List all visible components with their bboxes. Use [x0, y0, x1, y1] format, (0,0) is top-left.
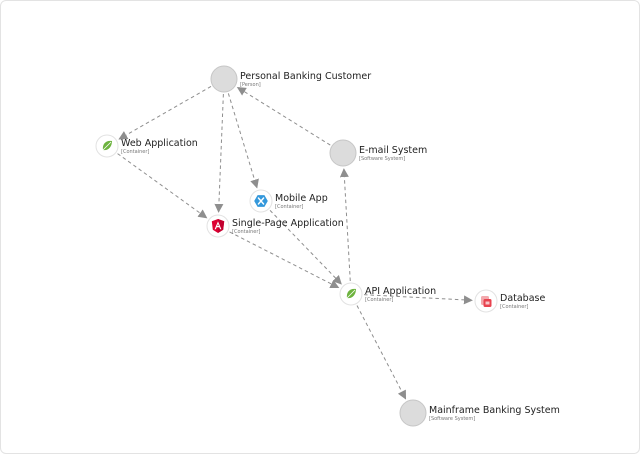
node-database[interactable]: Database[Container] [474, 289, 545, 313]
email-node-circle [329, 139, 357, 167]
mainframe-node-circle [399, 399, 427, 427]
api-title: API Application [365, 286, 436, 297]
database-type-label: [Container] [500, 304, 528, 310]
email-title: E-mail System [359, 145, 427, 156]
database-icon [481, 296, 492, 307]
webapp-type-label: [Container] [121, 149, 149, 155]
api-type-label: [Container] [365, 297, 393, 303]
email-type-label: [Software System] [359, 156, 405, 162]
database-title: Database [500, 293, 545, 304]
edge-customer-to-mobile [227, 93, 259, 189]
node-mobile[interactable]: Mobile App[Container] [249, 189, 328, 213]
angular-icon [211, 219, 225, 233]
edge-mobile-to-api [269, 209, 342, 285]
mobile-type-label: [Container] [275, 204, 303, 210]
customer-type-label: [Person] [240, 82, 261, 88]
edge-email-to-customer [236, 86, 331, 146]
spa-type-label: [Container] [232, 229, 260, 235]
xamarin-icon [254, 195, 268, 207]
mainframe-type-label: [Software System] [429, 416, 475, 422]
edge-api-to-email [339, 168, 351, 282]
webapp-title: Web Application [121, 138, 198, 149]
node-email[interactable]: E-mail System[Software System] [329, 139, 427, 167]
mainframe-title: Mainframe Banking System [429, 405, 560, 416]
node-mainframe[interactable]: Mainframe Banking System[Software System… [399, 399, 560, 427]
edges-layer [117, 86, 473, 400]
customer-node-circle [210, 65, 238, 93]
spa-title: Single-Page Application [232, 218, 344, 229]
node-api[interactable]: API Application[Container] [339, 282, 436, 306]
edge-customer-to-spa [214, 93, 224, 213]
spring-leaf-icon [346, 288, 356, 299]
edge-spa-to-api [229, 231, 340, 289]
mobile-title: Mobile App [275, 193, 328, 204]
node-customer[interactable]: Personal Banking Customer[Person] [210, 65, 371, 93]
edge-webapp-to-spa [117, 153, 208, 219]
edge-customer-to-webapp [118, 86, 212, 140]
node-spa[interactable]: Single-Page Application[Container] [206, 214, 344, 238]
nodes-layer: Personal Banking Customer[Person] Web App… [95, 65, 560, 427]
customer-title: Personal Banking Customer [240, 71, 371, 82]
spring-leaf-icon [102, 140, 112, 151]
edge-api-to-database [363, 294, 473, 305]
edge-api-to-mainframe [356, 305, 407, 400]
node-webapp[interactable]: Web Application[Container] [95, 134, 198, 158]
